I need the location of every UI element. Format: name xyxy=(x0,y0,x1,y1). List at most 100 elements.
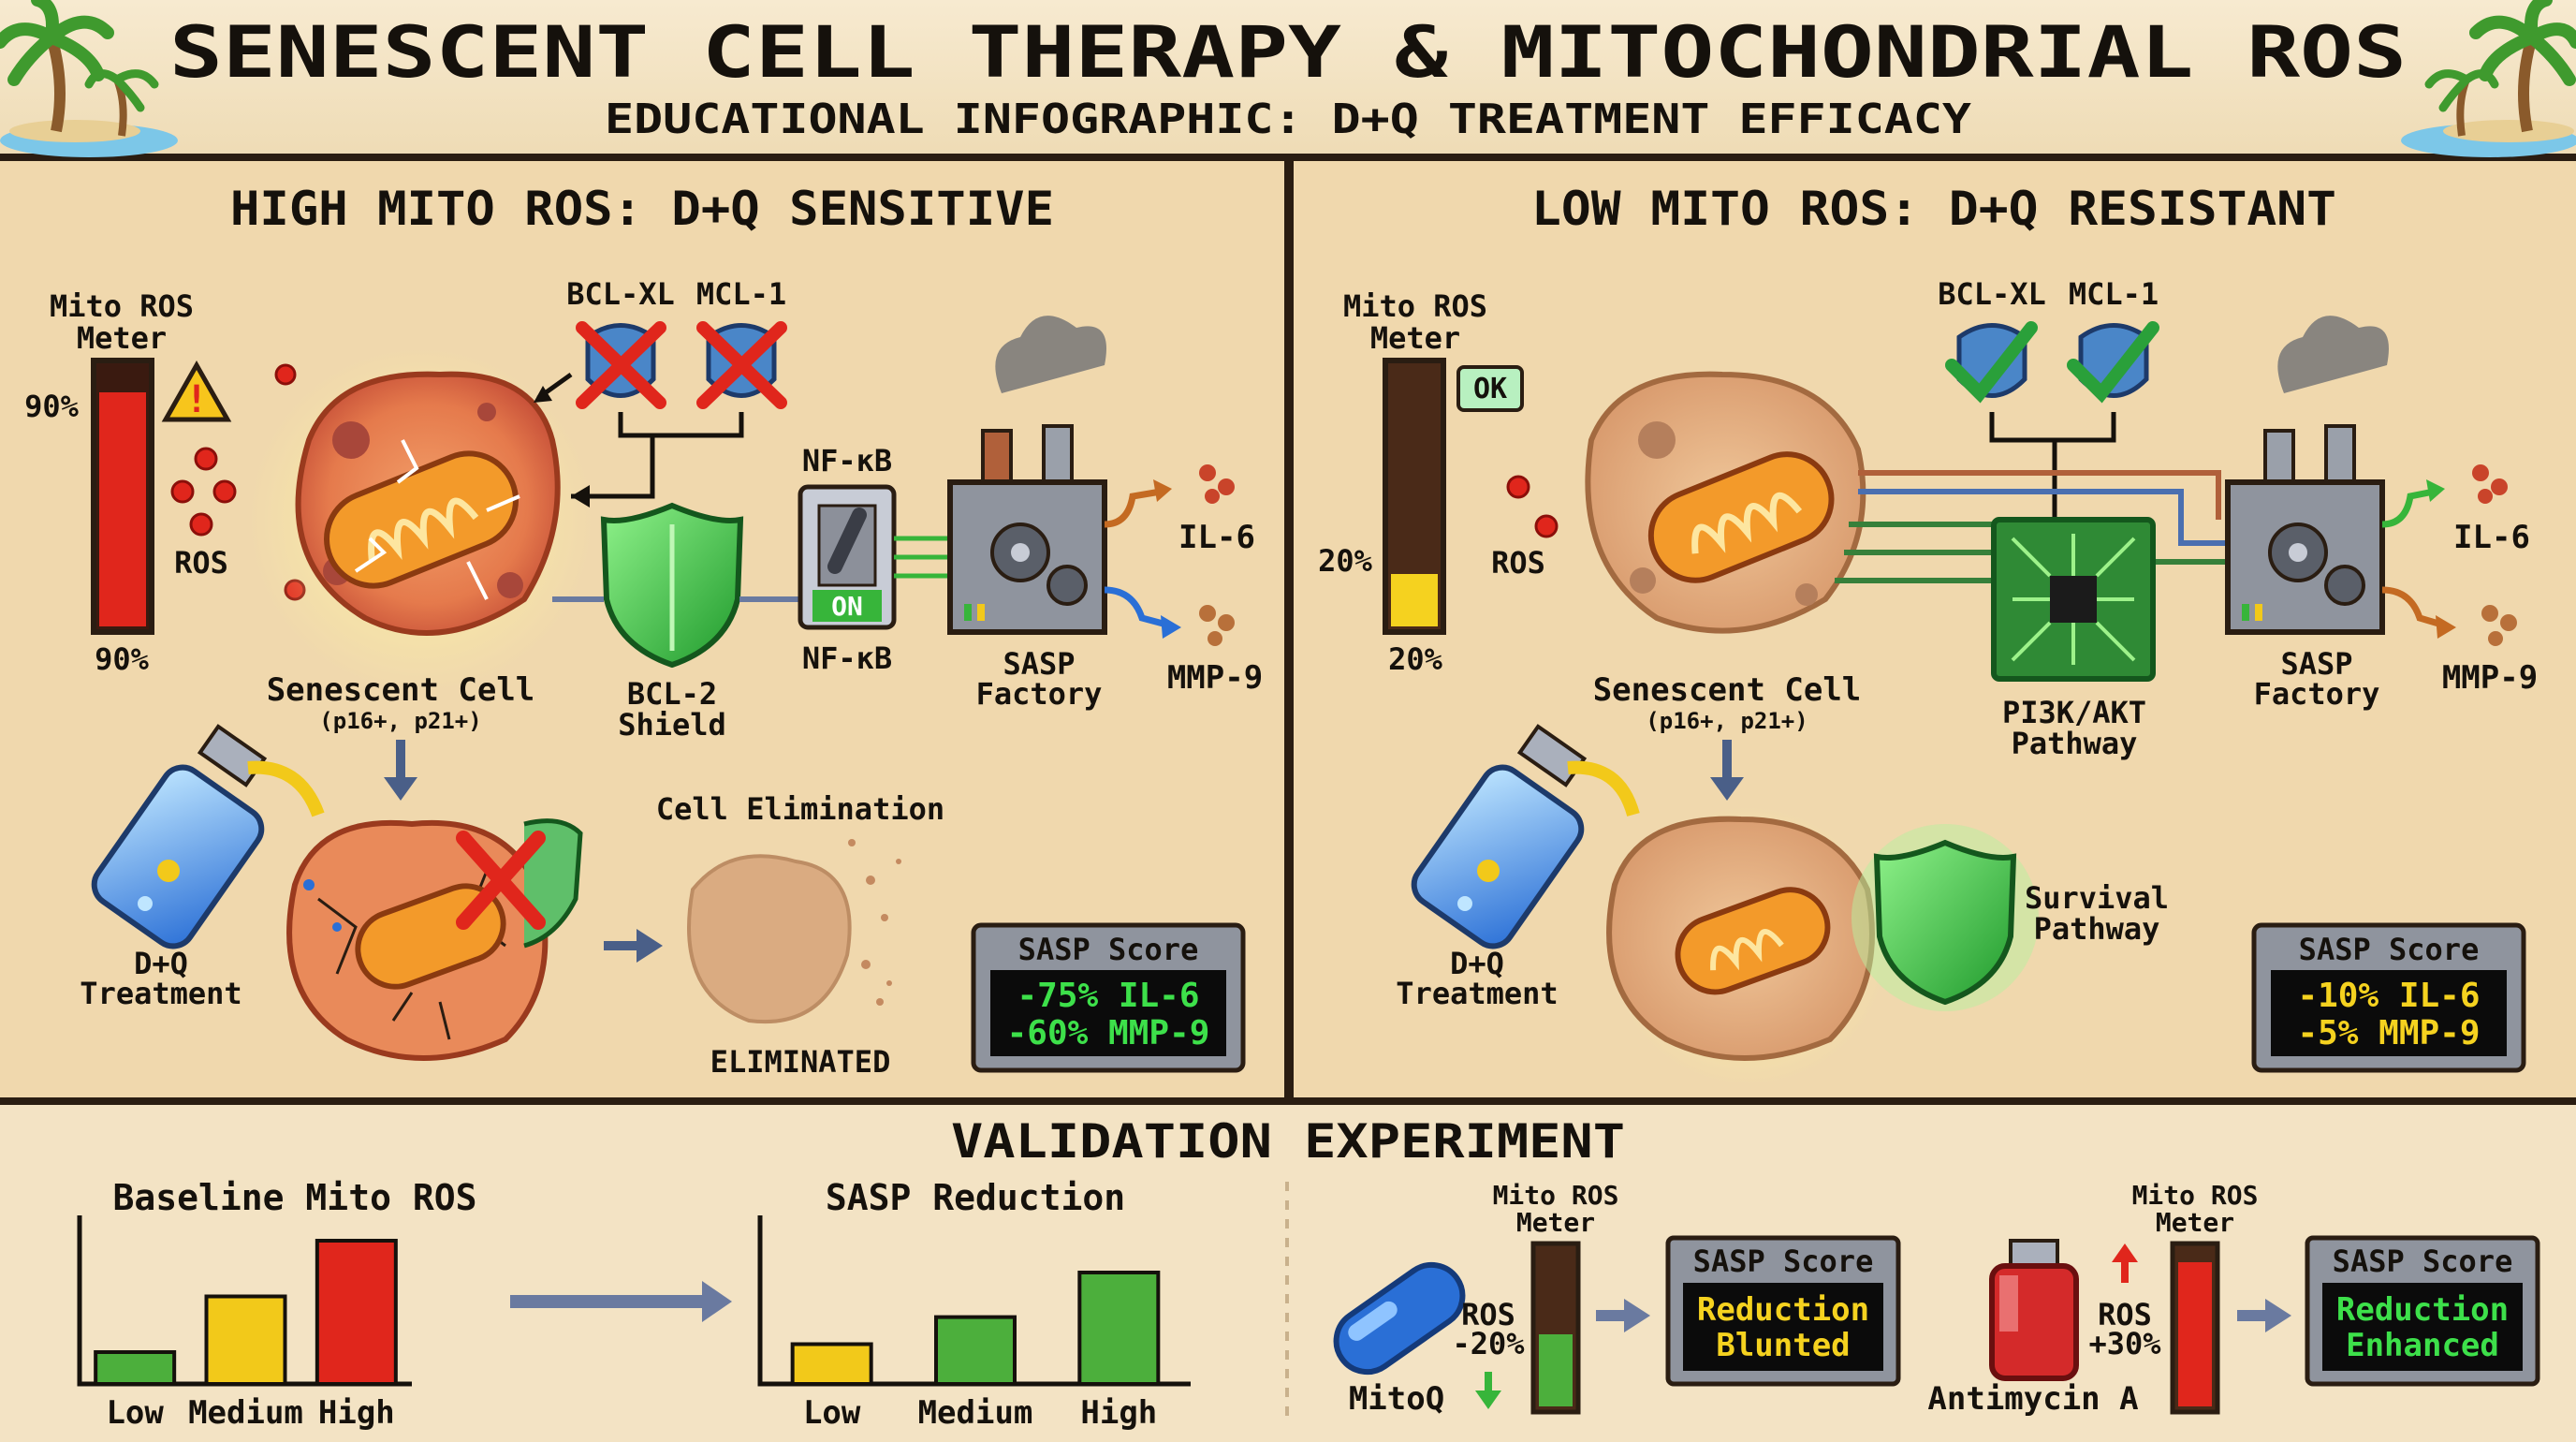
nfkb-switch: ON xyxy=(798,484,897,630)
sasp-score-panel-low: SASP Score -10% IL-6 -5% MMP-9 xyxy=(2251,922,2526,1073)
shield-label: Shield xyxy=(618,707,726,743)
meter-value-bottom: 20% xyxy=(1388,641,1443,677)
sasp-factory-icon xyxy=(2225,316,2389,635)
chart-tick-label: Medium xyxy=(188,1394,303,1432)
mitochondrion-icon xyxy=(1647,451,1835,583)
antimycin-ros: ROS xyxy=(2098,1297,2152,1332)
score-line: Reduction xyxy=(2336,1291,2509,1329)
il6-label: IL-6 xyxy=(1178,519,1255,556)
ros-meter-fill xyxy=(99,392,146,626)
cell-markers: (p16+, p21+) xyxy=(1646,708,1808,734)
meter-label: Meter xyxy=(1370,320,1460,356)
palm-tree-right-icon xyxy=(2401,0,2576,157)
mmp9-label: MMP-9 xyxy=(1167,659,1263,697)
pi3k-akt-chip-icon xyxy=(1991,517,2156,682)
elimination-label: Cell Elimination xyxy=(656,791,944,827)
score-line: -75% IL-6 xyxy=(1017,977,1199,1015)
score-title: SASP Score xyxy=(1018,932,1199,967)
warning-icon: ! xyxy=(161,360,232,422)
validation-bg xyxy=(0,1105,2576,1438)
mcl1-active-icon xyxy=(2067,321,2159,404)
chart-bar-high xyxy=(1077,1271,1161,1386)
mcl1-blocked-icon xyxy=(696,321,787,409)
page-subtitle: EDUCATIONAL INFOGRAPHIC: D+Q TREATMENT E… xyxy=(605,96,1972,143)
bclxl-label: BCL-XL xyxy=(566,276,675,312)
meter-label: Meter xyxy=(1516,1207,1595,1238)
dying-cell-icon xyxy=(286,818,583,1061)
meter-label: Mito ROS xyxy=(1493,1180,1619,1211)
sasp-score-panel-high: SASP Score -75% IL-6 -60% MMP-9 xyxy=(971,922,1246,1073)
pathway-label: PI3K/AKT xyxy=(2002,695,2146,730)
sasp-score-blunted: SASP Score Reduction Blunted xyxy=(1665,1235,1901,1387)
meter-label: Mito ROS xyxy=(2132,1180,2259,1211)
panel-low: LOW MITO ROS: D+Q RESISTANT Mito ROS Met… xyxy=(1318,182,2538,1086)
chart-title-baseline: Baseline Mito ROS xyxy=(113,1177,477,1218)
survival-shield-icon xyxy=(1852,824,2039,1011)
score-title: SASP Score xyxy=(1693,1243,1874,1279)
ok-label: OK xyxy=(1473,373,1507,405)
ok-badge: OK xyxy=(1456,365,1524,412)
chart-bar-low xyxy=(94,1350,177,1386)
mcl1-label: MCL-1 xyxy=(2069,276,2159,312)
dq-vial-icon xyxy=(91,724,325,949)
ros-meter-fill xyxy=(1391,574,1438,626)
factory-label: Factory xyxy=(2254,676,2380,712)
factory-label: Factory xyxy=(976,676,1103,712)
page-title: SENESCENT CELL THERAPY & MITOCHONDRIAL R… xyxy=(169,10,2407,94)
meter-value-bottom: 90% xyxy=(95,641,150,677)
il6-label: IL-6 xyxy=(2453,519,2530,556)
bclxl-active-icon xyxy=(1945,321,2038,404)
cytokine-particles xyxy=(2472,464,2508,504)
svg-text:!: ! xyxy=(185,378,208,421)
score-line: Reduction xyxy=(1697,1291,1869,1329)
treatment-label: Treatment xyxy=(1396,976,1558,1011)
eliminated-cell-icon xyxy=(687,839,901,1024)
score-line: Blunted xyxy=(1716,1327,1850,1364)
dq-vial-icon xyxy=(1411,724,1640,949)
mitoq-ros: ROS xyxy=(1461,1297,1515,1332)
score-line: Enhanced xyxy=(2346,1327,2499,1364)
validation-title: VALIDATION EXPERIMENT xyxy=(951,1114,1625,1169)
pathway-label: Pathway xyxy=(2012,726,2138,761)
senescent-cell-high xyxy=(248,346,594,693)
chart-bar-medium xyxy=(204,1294,287,1386)
cell-markers: (p16+, p21+) xyxy=(319,708,481,734)
survival-label: Pathway xyxy=(2034,911,2160,947)
score-title: SASP Score xyxy=(2333,1243,2513,1279)
meter-value-top: 20% xyxy=(1318,543,1373,579)
meter-value-top: 90% xyxy=(24,389,80,424)
antimycin-meter xyxy=(2170,1241,2220,1415)
cell-label: Senescent Cell xyxy=(1593,671,1862,709)
chart-tick-label: Low xyxy=(803,1394,861,1432)
palm-tree-left-icon xyxy=(0,0,178,157)
factory-label: SASP xyxy=(1003,646,1075,682)
treatment-label: Treatment xyxy=(80,976,242,1011)
sasp-score-enhanced: SASP Score Reduction Enhanced xyxy=(2305,1235,2540,1387)
mitoq-meter xyxy=(1530,1241,1581,1415)
score-title: SASP Score xyxy=(2299,932,2480,967)
bclxl-blocked-icon xyxy=(576,321,666,409)
panel-low-title: LOW MITO ROS: D+Q RESISTANT xyxy=(1531,182,2336,236)
chart-bar-medium xyxy=(934,1315,1017,1386)
meter-label: Mito ROS xyxy=(1343,288,1487,324)
bcl2-shield-icon xyxy=(600,502,744,669)
chart-axis xyxy=(77,1215,412,1387)
chart-bar-low xyxy=(790,1342,873,1386)
eliminated-label: ELIMINATED xyxy=(710,1044,891,1080)
nfkb-label-bottom: NF-κB xyxy=(802,640,892,676)
survival-label: Survival xyxy=(2025,880,2169,916)
ros-label: ROS xyxy=(1491,545,1545,581)
score-line: -5% MMP-9 xyxy=(2297,1014,2480,1052)
nfkb-label-top: NF-κB xyxy=(802,443,892,478)
chart-axis xyxy=(757,1215,1191,1387)
score-line: -60% MMP-9 xyxy=(1007,1014,1210,1052)
antimycin-bottle-icon xyxy=(1989,1239,2079,1381)
chart-tick-label: High xyxy=(318,1394,395,1432)
mcl1-label: MCL-1 xyxy=(696,276,786,312)
meter-label: Meter xyxy=(2156,1207,2234,1238)
senescent-cell-low xyxy=(1585,371,1866,634)
chart-bar-high xyxy=(315,1239,398,1386)
